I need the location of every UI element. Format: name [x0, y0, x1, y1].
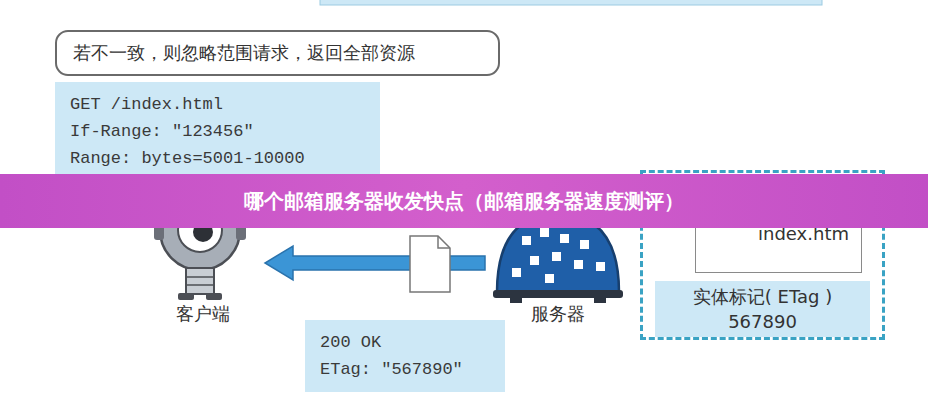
document-fold — [438, 236, 450, 248]
response-arrow — [265, 246, 485, 280]
note-box: 若不一致，则忽略范围请求，返回全部资源 — [55, 30, 500, 76]
request-box: GET /index.htmlIf-Range: "123456"Range: … — [55, 82, 380, 181]
node-text: 服务器 — [528, 302, 588, 326]
node-text: Range: bytes=5001-10000 — [70, 145, 365, 172]
node-text: 567890 — [728, 309, 797, 334]
top-strip — [320, 0, 822, 5]
server-leg — [594, 297, 606, 303]
title-band: 哪个邮箱服务器收发快点（邮箱服务器速度测评） — [0, 174, 928, 228]
node-text: GET /index.html — [70, 91, 365, 118]
node-text: ETag: "567890" — [320, 356, 490, 383]
document-icon — [410, 236, 450, 292]
response-box: 200 OKETag: "567890" — [305, 320, 505, 392]
node-text: 200 OK — [320, 329, 490, 356]
robot-stripe — [186, 284, 214, 286]
etag-box: 实体标记( ETag )567890 — [655, 281, 870, 337]
node-text: 客户端 — [173, 302, 233, 326]
node-text: If-Range: "123456" — [70, 118, 365, 145]
server-base — [493, 290, 623, 298]
node-text: 若不一致，则忽略范围请求，返回全部资源 — [73, 41, 415, 65]
server-leg — [510, 297, 522, 303]
title-text: 哪个邮箱服务器收发快点（邮箱服务器速度测评） — [244, 188, 684, 215]
robot-body — [186, 268, 214, 294]
robot-stripe — [186, 276, 214, 278]
node-text: 实体标记( ETag ) — [693, 284, 832, 309]
robot-foot — [206, 293, 222, 300]
robot-foot — [178, 293, 194, 300]
server-lights — [512, 228, 605, 283]
